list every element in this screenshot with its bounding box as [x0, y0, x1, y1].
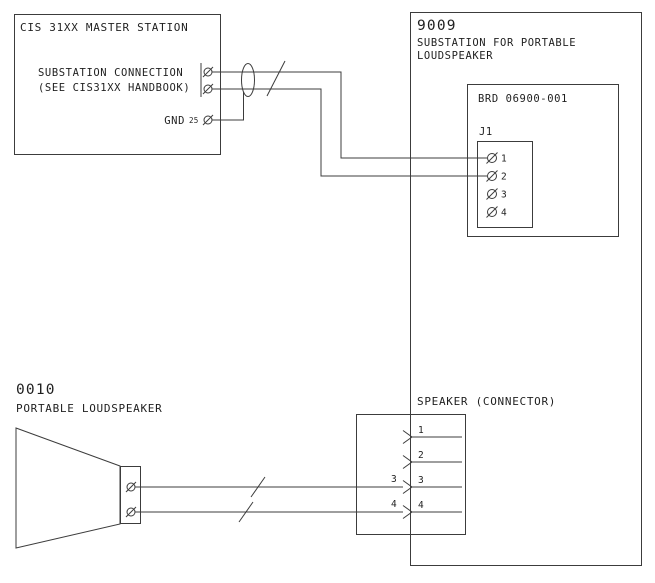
- master-station-block: CIS 31XX MASTER STATION SUBSTATION CONNE…: [14, 14, 221, 155]
- substation-id: 9009: [417, 18, 457, 34]
- substation-block: 9009 SUBSTATION FOR PORTABLE LOUDSPEAKER…: [410, 12, 642, 566]
- j1-pin-2: 2: [486, 170, 507, 183]
- terminal-slash: [202, 114, 214, 126]
- loudspeaker-wiring: [135, 476, 403, 523]
- speaker-terminal-b-icon: [125, 506, 137, 518]
- speaker-pin-4: 4: [402, 500, 462, 519]
- loudspeaker-id: 0010: [16, 382, 56, 398]
- speaker-pin-2: 2: [402, 450, 462, 469]
- terminal-circle: [487, 153, 497, 163]
- j1-connector-label: J1: [479, 126, 493, 138]
- speaker-connector-label: SPEAKER (CONNECTOR): [417, 395, 556, 408]
- substation-box: [410, 12, 642, 566]
- terminal-slash: [202, 66, 214, 78]
- j1-pin-number: 1: [501, 154, 507, 165]
- terminal-slash: [125, 506, 137, 518]
- terminal-circle: [487, 207, 497, 217]
- wire-break-slash-icon: [250, 476, 266, 498]
- terminal-substation-b-icon: [202, 83, 214, 95]
- pin-number: 1: [418, 425, 424, 436]
- master-station-title: CIS 31XX MASTER STATION: [20, 21, 188, 34]
- loudspeaker-block: 0010 PORTABLE LOUDSPEAKER: [15, 382, 162, 549]
- j1-pin-1: 1: [486, 152, 507, 165]
- wire-gnd: [212, 92, 244, 121]
- speaker-terminal-block: [120, 466, 141, 524]
- terminal-slash: [486, 170, 498, 182]
- board-box: [467, 84, 619, 237]
- wire-label-3: 3: [391, 474, 397, 485]
- speaker-horn-icon: [15, 427, 121, 549]
- pin-number: 4: [418, 500, 424, 511]
- j1-connector-box: [477, 141, 533, 228]
- loudspeaker-name: PORTABLE LOUDSPEAKER: [16, 402, 162, 415]
- wire-break-slash-icon: [238, 501, 254, 523]
- substation-name-line1: SUBSTATION FOR PORTABLE: [417, 37, 576, 49]
- master-station-box: [14, 14, 221, 155]
- substation-connection-label-line1: SUBSTATION CONNECTION: [38, 67, 183, 79]
- substation-connection-label-line2: (SEE CIS31XX HANDBOOK): [38, 82, 190, 94]
- terminal-slash: [486, 152, 498, 164]
- terminal-slash: [202, 83, 214, 95]
- terminal-substation-a-icon: [202, 66, 214, 78]
- terminal-circle: [487, 171, 497, 181]
- speaker-terminal-a-icon: [125, 481, 137, 493]
- terminal-gnd-icon: [202, 114, 214, 126]
- terminal-slash: [486, 206, 498, 218]
- terminal-slash: [486, 188, 498, 200]
- speaker-pin-3: 3: [402, 475, 462, 494]
- board-label: BRD 06900-001: [478, 93, 568, 105]
- j1-pin-3: 3: [486, 188, 507, 201]
- terminal-circle: [487, 189, 497, 199]
- substation-name-line2: LOUDSPEAKER: [417, 50, 493, 62]
- gnd-label: GND: [164, 115, 185, 127]
- j1-pin-number: 2: [501, 172, 507, 183]
- pin-number: 2: [418, 450, 424, 461]
- speaker-pin-1: 1: [402, 425, 462, 444]
- wire-connection-1: [212, 71, 487, 159]
- j1-pin-number: 3: [501, 190, 507, 201]
- speaker-connector-block: SPEAKER (CONNECTOR) 1 2 3 4 3 4: [356, 395, 556, 535]
- wire-label-4: 4: [391, 499, 397, 510]
- master-to-substation-wiring: [212, 60, 487, 177]
- cable-break-slash-icon: [266, 60, 286, 97]
- wire-connection-2: [212, 88, 487, 177]
- pin-number: 3: [418, 475, 424, 486]
- terminal-slash: [125, 481, 137, 493]
- cable-shield-icon: [241, 63, 255, 97]
- j1-pin-4: 4: [486, 206, 507, 219]
- j1-pin-number: 4: [501, 208, 507, 219]
- speaker-connector-box: [356, 414, 466, 535]
- gnd-pin-number: 25: [189, 116, 198, 125]
